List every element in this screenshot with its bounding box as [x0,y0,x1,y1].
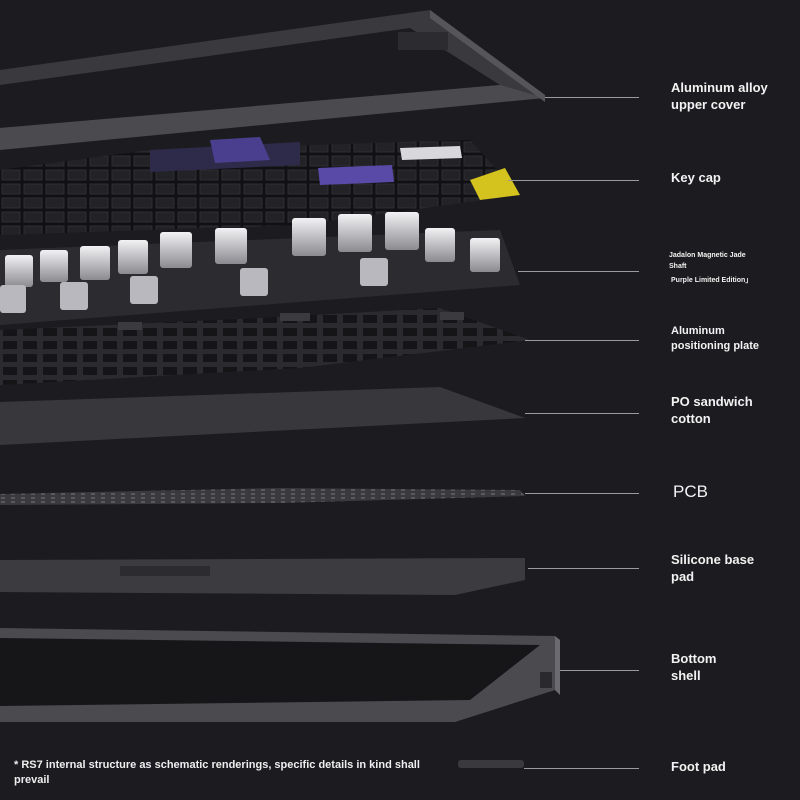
leader-line-pcb [525,493,639,494]
label-positioning-plate: Aluminum positioning plate [671,325,759,352]
leader-line-upper-cover [545,97,639,98]
foot-pad-layer [458,760,524,768]
leader-line-foot-pad [524,768,639,769]
label-switch-line2: Purple Limited Edition」 [671,277,753,284]
pcb-layer [0,488,525,505]
positioning-plate-layer [0,308,530,385]
disclaimer-footnote: * RS7 internal structure as schematic re… [14,759,420,786]
leader-line-sandwich-cotton [525,413,639,414]
label-key-cap: Key cap [671,170,721,185]
leader-line-positioning-plate [525,340,639,341]
label-upper-cover: Aluminum alloy upper cover [671,80,768,112]
bottom-shell-layer [0,628,560,722]
silicone-pad-layer [0,558,525,595]
keycap-layer [0,137,520,235]
label-sandwich-cotton: PO sandwich cotton [671,394,753,426]
label-silicone-pad: Silicone base pad [671,552,755,584]
leader-line-silicone-pad [528,568,639,569]
leader-line-bottom-shell [560,670,639,671]
label-switch-line1: Jadalon Magnetic Jade Shaft [669,252,746,270]
label-foot-pad: Foot pad [671,759,726,774]
upper-cover-layer [0,10,545,150]
leader-line-key-cap [508,180,639,181]
switch-layer [0,212,520,325]
leader-line-switch [518,271,639,272]
label-bottom-shell: Bottom shell [671,651,717,683]
label-pcb: PCB [673,482,708,501]
sandwich-cotton-layer [0,387,525,445]
